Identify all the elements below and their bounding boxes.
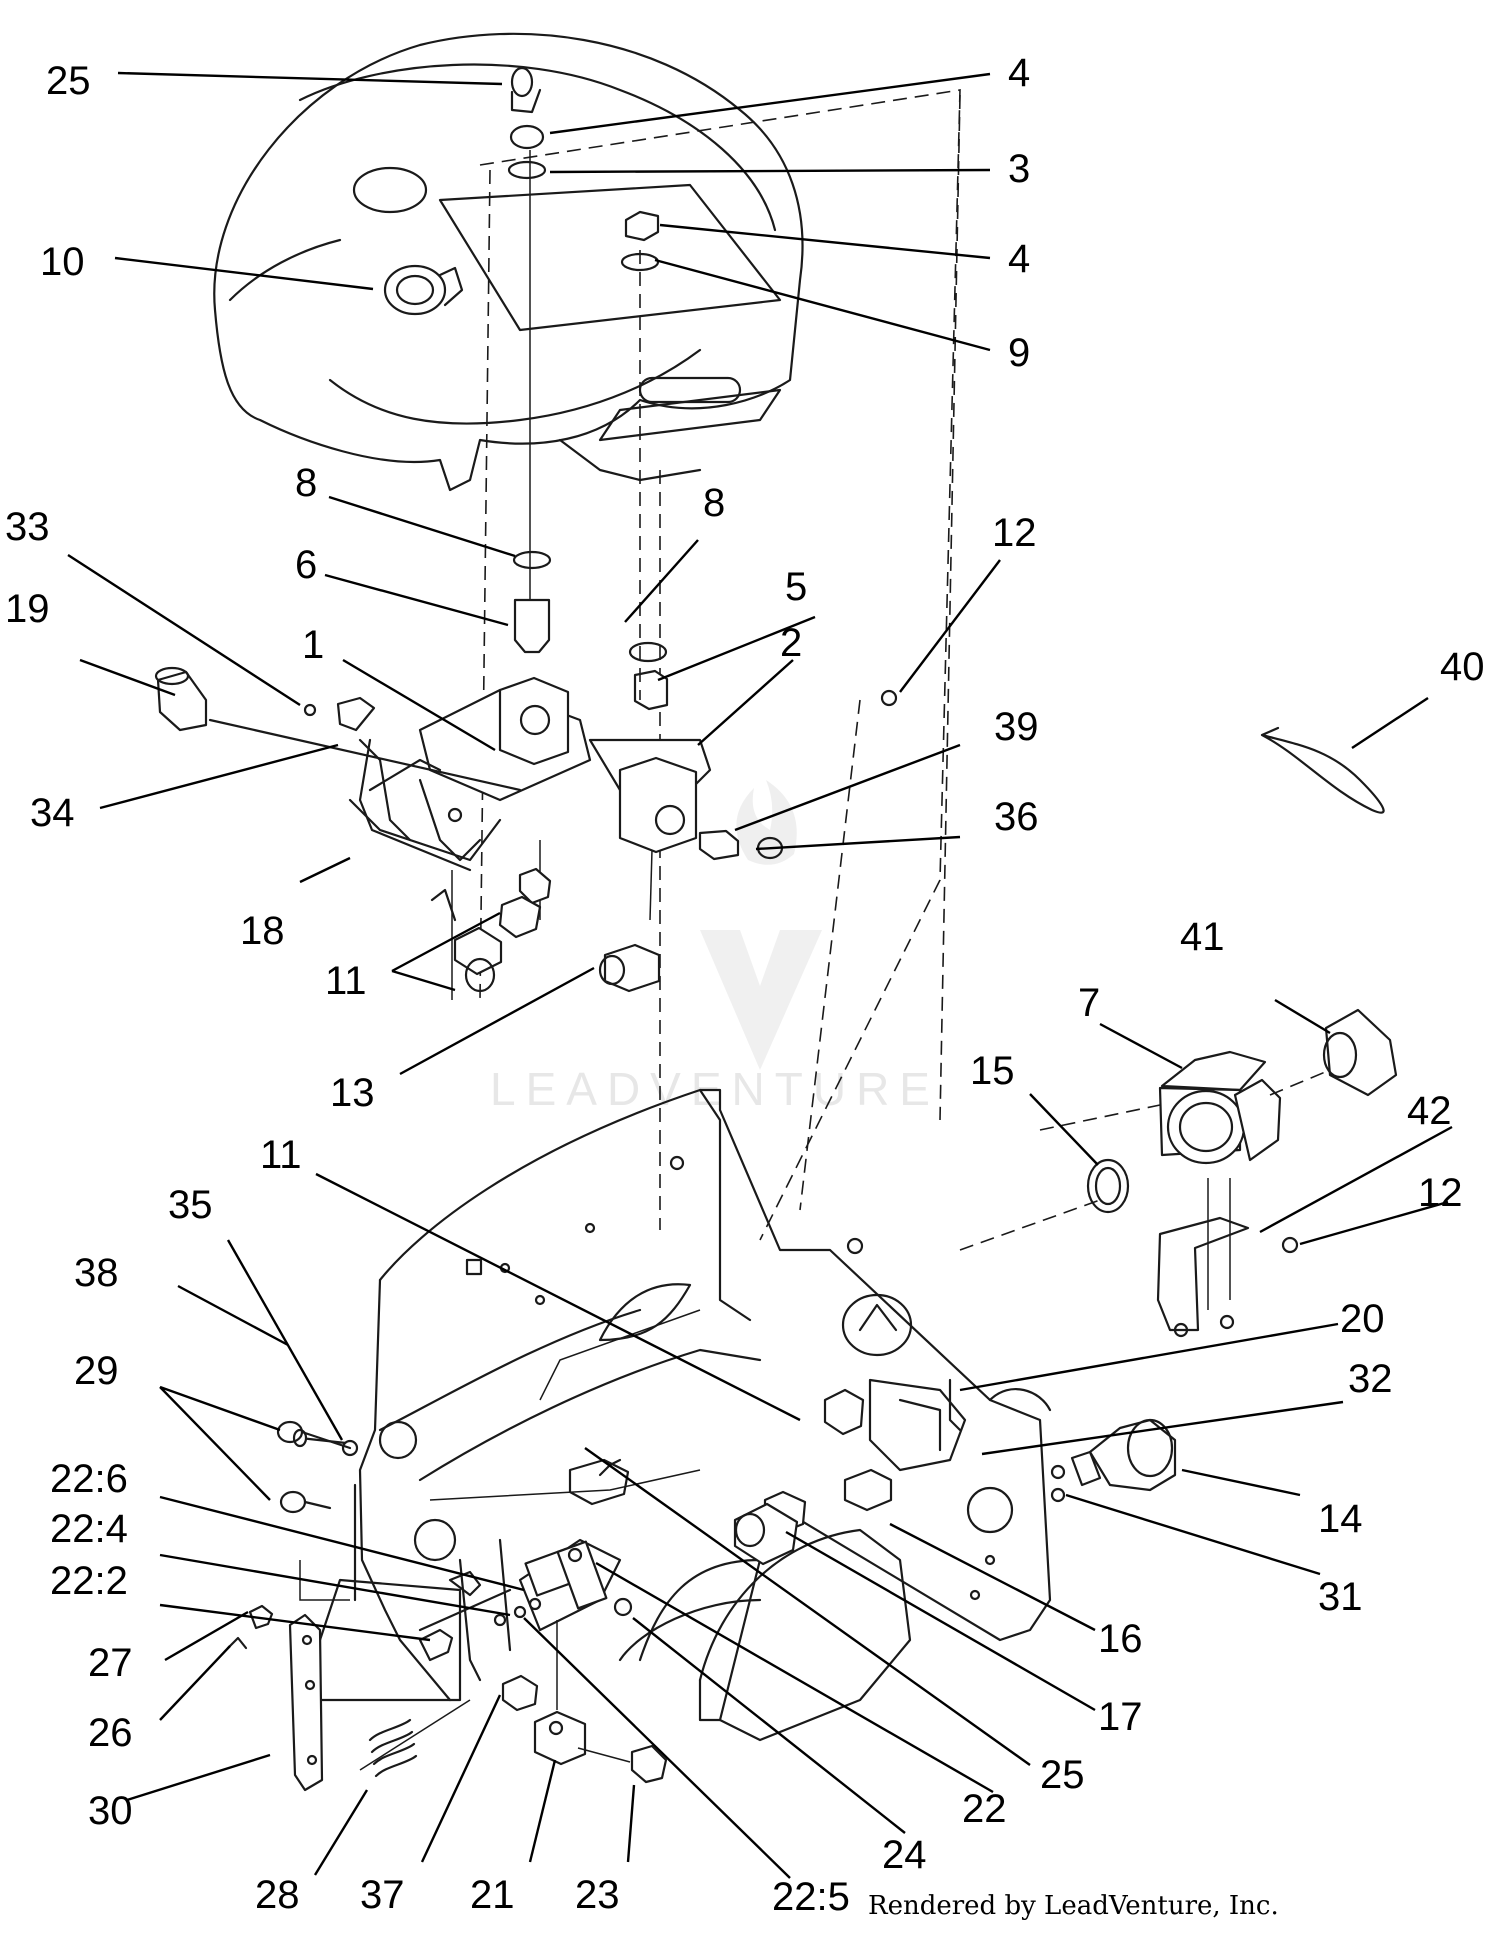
callout-1: 1 [302, 623, 324, 667]
callout-17: 17 [1098, 1695, 1143, 1739]
callout-11: 11 [325, 959, 367, 1003]
callout-32: 32 [1348, 1357, 1393, 1401]
callout-12: 12 [1418, 1171, 1463, 1215]
callout-25: 25 [46, 59, 91, 103]
callout-33: 33 [5, 505, 50, 549]
callout-30: 30 [88, 1789, 133, 1833]
callout-10: 10 [40, 240, 85, 284]
watermark: LEADVENTURE [490, 780, 930, 1115]
callout-4: 4 [1008, 237, 1030, 281]
callout-35: 35 [168, 1183, 213, 1227]
callout-28: 28 [255, 1873, 300, 1917]
callout-42: 42 [1407, 1089, 1452, 1133]
callout-22-2: 22:2 [50, 1559, 128, 1603]
callout-14: 14 [1318, 1497, 1363, 1541]
callout-37: 37 [360, 1873, 405, 1917]
callout-21: 21 [470, 1873, 515, 1917]
callout-38: 38 [74, 1251, 119, 1295]
callout-8: 8 [295, 461, 317, 505]
callout-41: 41 [1180, 915, 1225, 959]
callout-12: 12 [992, 511, 1037, 555]
callout-22-5: 22:5 [772, 1875, 850, 1919]
callout-23: 23 [575, 1873, 620, 1917]
hairpin-clip [1260, 726, 1385, 814]
leader-lines [67, 71, 1453, 1879]
callout-11: 11 [260, 1133, 302, 1177]
callout-24: 24 [882, 1833, 927, 1877]
callout-15: 15 [970, 1049, 1015, 1093]
watermark-v-logo-icon [700, 930, 822, 1070]
callout-25: 25 [1040, 1753, 1085, 1797]
watermark-flame-icon [736, 780, 797, 865]
callout-29: 29 [74, 1349, 119, 1393]
lower-frame [298, 1088, 1052, 1742]
callout-36: 36 [994, 795, 1039, 839]
lower-valve-assembly [299, 1309, 967, 1784]
fuel-tank [213, 32, 804, 492]
callout-labels: 25 4 3 10 4 9 8 8 33 12 6 5 19 1 2 40 39… [5, 51, 1485, 1919]
callout-40: 40 [1440, 645, 1485, 689]
switch-14 [1050, 1418, 1177, 1503]
callout-19: 19 [5, 587, 50, 631]
callout-5: 5 [785, 565, 807, 609]
callout-34: 34 [30, 791, 75, 835]
callout-22-4: 22:4 [50, 1507, 128, 1551]
callout-16: 16 [1098, 1617, 1143, 1661]
callout-20: 20 [1340, 1297, 1385, 1341]
callout-26: 26 [88, 1711, 133, 1755]
callout-4: 4 [1008, 51, 1030, 95]
fuel-cap [383, 264, 464, 316]
fasteners-left [226, 1420, 471, 1792]
callout-39: 39 [994, 705, 1039, 749]
callout-2: 2 [780, 621, 802, 665]
fittings-upper [453, 829, 784, 993]
callout-18: 18 [240, 909, 285, 953]
callout-27: 27 [88, 1641, 133, 1685]
callout-6: 6 [295, 543, 317, 587]
callout-7: 7 [1078, 981, 1100, 1025]
fuel-valve-assembly [358, 66, 712, 862]
callout-22: 22 [962, 1787, 1007, 1831]
solenoid-group [959, 1008, 1398, 1338]
callout-3: 3 [1008, 147, 1030, 191]
callout-8: 8 [703, 481, 725, 525]
render-credit: Rendered by LeadVenture, Inc. [868, 1891, 1279, 1921]
nut-12-upper [880, 689, 898, 707]
callout-22-6: 22:6 [50, 1457, 128, 1501]
callout-13: 13 [330, 1071, 375, 1115]
callout-31: 31 [1318, 1575, 1363, 1619]
callout-9: 9 [1008, 331, 1030, 375]
